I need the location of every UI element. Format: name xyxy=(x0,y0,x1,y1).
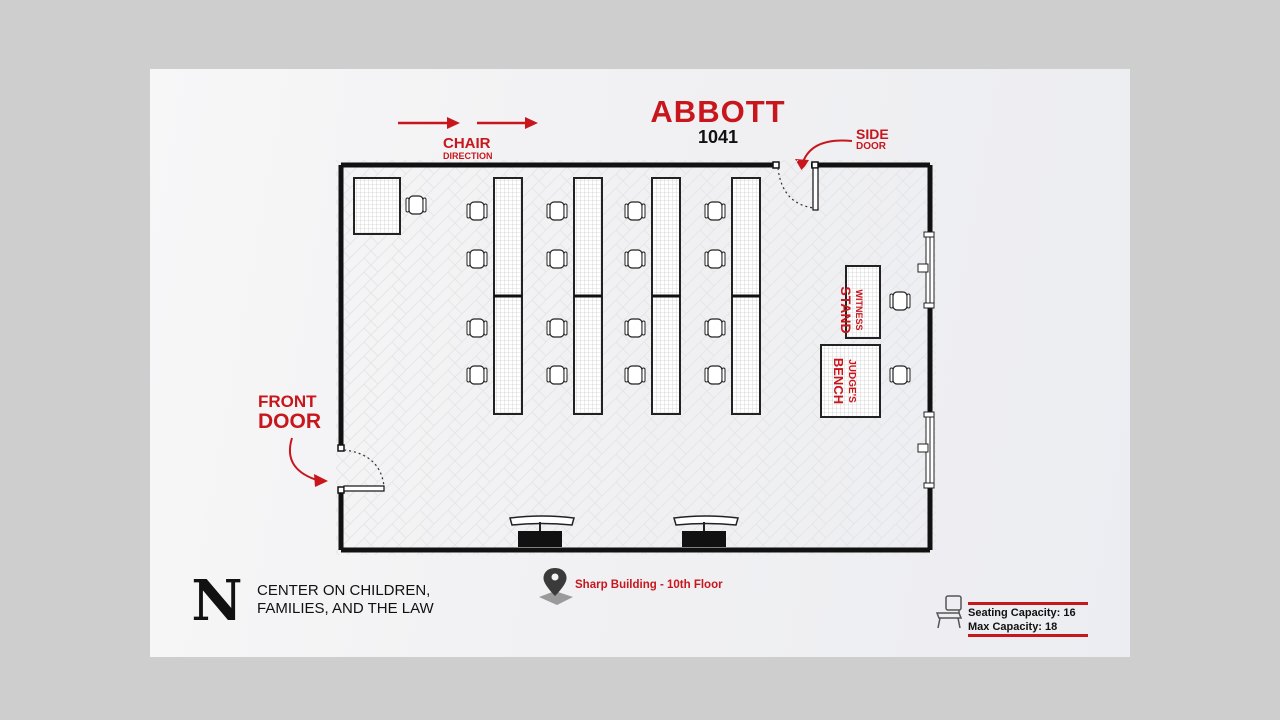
front-door-label: DOOR xyxy=(258,410,321,433)
arrow-right-icon xyxy=(477,117,538,129)
chair-icon xyxy=(466,201,488,221)
divider xyxy=(968,602,1088,605)
chair-icon xyxy=(546,318,568,338)
side-door xyxy=(772,161,819,211)
arrow-right-icon xyxy=(398,117,460,129)
chair-icon xyxy=(546,201,568,221)
room-floorplan xyxy=(336,160,936,555)
chair-icon xyxy=(704,201,726,221)
floorplan-slide: ABBOTT 1041 CHAIR DIRECTION SIDE DOOR FR… xyxy=(150,69,1130,657)
nebraska-n-logo: N xyxy=(191,568,243,634)
location-text: Sharp Building - 10th Floor xyxy=(575,579,723,591)
chair-icon xyxy=(466,365,488,385)
room-name: ABBOTT xyxy=(650,94,786,129)
side-door-label: DOOR xyxy=(856,141,886,152)
front-label: FRONT xyxy=(258,392,317,411)
side-label: SIDE xyxy=(856,126,889,142)
walls xyxy=(338,162,933,553)
chair-icon xyxy=(704,318,726,338)
chair-icon xyxy=(546,365,568,385)
divider xyxy=(968,634,1088,637)
curved-arrow-icon xyxy=(288,437,328,487)
desk-tables xyxy=(493,177,761,415)
chair-icon xyxy=(466,318,488,338)
chair-icon xyxy=(624,365,646,385)
chair-icon xyxy=(704,249,726,269)
map-pin-icon xyxy=(539,568,573,605)
capacity-box: Seating Capacity: 16 Max Capacity: 18 xyxy=(968,602,1088,637)
judges-bench-label: JUDGE'S BENCH xyxy=(831,357,857,405)
chair-icon xyxy=(405,195,427,215)
chair-label: CHAIR xyxy=(443,135,491,152)
front-door xyxy=(337,444,385,494)
presentation-screens xyxy=(509,515,739,547)
chair-icon xyxy=(889,365,911,385)
seating-capacity: Seating Capacity: 16 xyxy=(968,607,1076,619)
witness-stand-label: WITNESS STAND xyxy=(838,286,864,334)
chair-icon xyxy=(889,291,911,311)
chair-icon xyxy=(624,249,646,269)
chair-icon xyxy=(704,365,726,385)
judges-bench xyxy=(820,344,881,418)
chair-icon xyxy=(466,249,488,269)
chair-icon xyxy=(624,201,646,221)
witness-stand xyxy=(845,265,881,339)
room-number: 1041 xyxy=(697,127,739,147)
direction-label: DIRECTION xyxy=(443,151,493,161)
windows xyxy=(917,231,935,489)
org-name: CENTER ON CHILDREN, FAMILIES, AND THE LA… xyxy=(257,582,434,617)
chair-icon xyxy=(546,249,568,269)
chair-icon xyxy=(624,318,646,338)
chair-direction-arrows xyxy=(398,117,538,129)
chair-icon xyxy=(935,595,963,629)
max-capacity: Max Capacity: 18 xyxy=(968,621,1058,633)
side-table xyxy=(353,177,401,235)
